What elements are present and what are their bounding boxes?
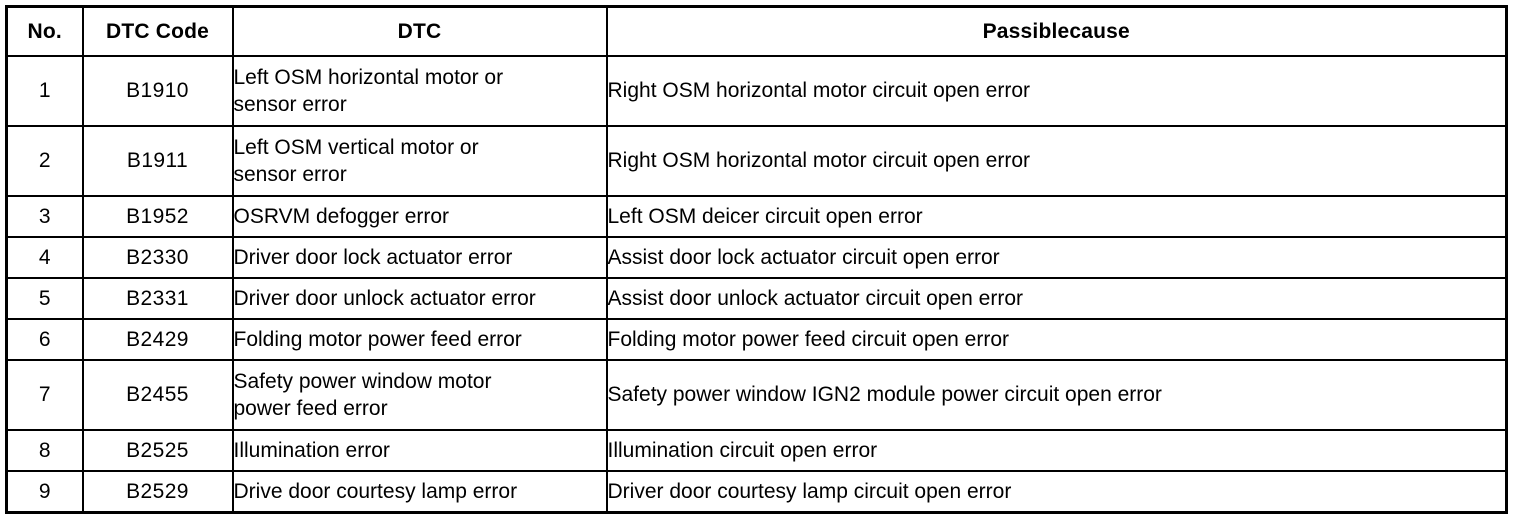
cell-possible-cause-text: Right OSM horizontal motor circuit open … xyxy=(607,79,1031,103)
table-row: 5 B2331 Driver door unlock actuator error A… xyxy=(5,277,1508,320)
cell-possible-cause-text: Safety power window IGN2 module power ci… xyxy=(607,383,1162,407)
table-header: No. DTC Code DTC Passiblecause xyxy=(5,5,1508,57)
cell-possible-cause-text: Assist door unlock actuator circuit open… xyxy=(607,286,1024,310)
cell-dtc-code-text: B2525 xyxy=(126,438,189,462)
cell-dtc-description: Left OSM vertical motor or sensor error xyxy=(231,125,608,197)
table-row: 1 B1910 Left OSM horizontal motor or senso… xyxy=(5,55,1508,127)
cell-dtc-description: Driver door lock actuator error xyxy=(231,236,608,279)
cell-possible-cause-text: Right OSM horizontal motor circuit open … xyxy=(607,149,1031,173)
cell-dtc-description-text: Drive door courtesy lamp error xyxy=(233,479,518,503)
cell-row-number: 6 xyxy=(5,318,84,361)
cell-possible-cause: Right OSM horizontal motor circuit open … xyxy=(605,125,1508,197)
column-header-cause: Passiblecause xyxy=(605,5,1508,57)
cell-dtc-code: B1910 xyxy=(81,55,234,127)
cell-possible-cause: Safety power window IGN2 module power ci… xyxy=(605,359,1508,431)
cell-dtc-description: Left OSM horizontal motor or sensor erro… xyxy=(231,55,608,127)
cell-dtc-code-text: B1911 xyxy=(126,149,189,173)
cell-row-number: 8 xyxy=(5,429,84,472)
cell-dtc-description: OSRVM defogger error xyxy=(231,195,608,238)
table-row: 6 B2429 Folding motor power feed error Fold… xyxy=(5,318,1508,361)
cell-dtc-description-text: Illumination error xyxy=(233,438,390,462)
cell-dtc-description: Safety power window motor power feed err… xyxy=(231,359,608,431)
cell-dtc-code-text: B1952 xyxy=(126,204,189,228)
cell-possible-cause: Driver door courtesy lamp circuit open e… xyxy=(605,470,1508,514)
cell-row-number-text: 9 xyxy=(38,479,51,503)
cell-possible-cause-text: Left OSM deicer circuit open error xyxy=(607,204,923,228)
table-header-row: No. DTC Code DTC Passiblecause xyxy=(5,5,1508,57)
column-header-no: No. xyxy=(5,5,84,57)
cell-dtc-code: B2455 xyxy=(81,359,234,431)
cell-dtc-code: B2525 xyxy=(81,429,234,472)
table-row: 2 B1911 Left OSM vertical motor or sensor … xyxy=(5,125,1508,197)
cell-possible-cause: Assist door unlock actuator circuit open… xyxy=(605,277,1508,320)
cell-row-number: 3 xyxy=(5,195,84,238)
cell-row-number-text: 6 xyxy=(38,327,51,351)
table-body: 1 B1910 Left OSM horizontal motor or senso… xyxy=(5,55,1508,514)
cell-possible-cause: Left OSM deicer circuit open error xyxy=(605,195,1508,238)
cell-dtc-description-text: Safety power window motor power feed err… xyxy=(233,369,492,420)
cell-dtc-code-text: B2429 xyxy=(126,327,189,351)
cell-row-number: 5 xyxy=(5,277,84,320)
cell-dtc-description-text: OSRVM defogger error xyxy=(233,204,450,228)
cell-dtc-description-text: Driver door unlock actuator error xyxy=(233,286,536,310)
table-row: 4 B2330 Driver door lock actuator error Ass… xyxy=(5,236,1508,279)
cell-dtc-description-text: Left OSM horizontal motor or sensor erro… xyxy=(233,65,504,116)
cell-dtc-code-text: B2330 xyxy=(126,245,189,269)
cell-dtc-description-text: Folding motor power feed error xyxy=(233,327,522,351)
cell-dtc-code: B2429 xyxy=(81,318,234,361)
cell-dtc-description: Driver door unlock actuator error xyxy=(231,277,608,320)
cell-dtc-code-text: B2455 xyxy=(126,383,189,407)
table-row: 9 B2529 Drive door courtesy lamp error Driv… xyxy=(5,470,1508,514)
cell-row-number-text: 8 xyxy=(38,438,51,462)
cell-row-number-text: 2 xyxy=(38,149,51,173)
cell-row-number: 4 xyxy=(5,236,84,279)
cell-row-number-text: 4 xyxy=(38,245,51,269)
cell-row-number-text: 1 xyxy=(38,79,51,103)
cell-row-number: 2 xyxy=(5,125,84,197)
table-row: 7 B2455 Safety power window motor power fe… xyxy=(5,359,1508,431)
cell-possible-cause: Assist door lock actuator circuit open e… xyxy=(605,236,1508,279)
cell-dtc-code: B2330 xyxy=(81,236,234,279)
cell-possible-cause-text: Driver door courtesy lamp circuit open e… xyxy=(607,479,1012,503)
cell-dtc-code-text: B2529 xyxy=(126,479,189,503)
table-row: 3 B1952 OSRVM defogger error Left OSM deice… xyxy=(5,195,1508,238)
cell-possible-cause-text: Illumination circuit open error xyxy=(607,438,878,462)
table-row: 8 B2525 Illumination error Illumination cir… xyxy=(5,429,1508,472)
column-header-code: DTC Code xyxy=(81,5,234,57)
cell-row-number: 9 xyxy=(5,470,84,514)
cell-dtc-code: B1911 xyxy=(81,125,234,197)
cell-possible-cause: Illumination circuit open error xyxy=(605,429,1508,472)
cell-dtc-code: B2331 xyxy=(81,277,234,320)
cell-row-number: 7 xyxy=(5,359,84,431)
cell-possible-cause-text: Folding motor power feed circuit open er… xyxy=(607,327,1010,351)
cell-row-number-text: 7 xyxy=(38,383,51,407)
cell-dtc-code-text: B2331 xyxy=(126,286,189,310)
column-header-dtc: DTC xyxy=(231,5,608,57)
cell-possible-cause: Right OSM horizontal motor circuit open … xyxy=(605,55,1508,127)
cell-possible-cause-text: Assist door lock actuator circuit open e… xyxy=(607,245,1000,269)
cell-row-number: 1 xyxy=(5,55,84,127)
cell-dtc-code-text: B1910 xyxy=(126,79,189,103)
cell-dtc-description: Drive door courtesy lamp error xyxy=(231,470,608,514)
cell-dtc-description-text: Left OSM vertical motor or sensor error xyxy=(233,135,479,186)
cell-dtc-code: B2529 xyxy=(81,470,234,514)
cell-dtc-code: B1952 xyxy=(81,195,234,238)
cell-dtc-description-text: Driver door lock actuator error xyxy=(233,245,513,269)
cell-dtc-description: Folding motor power feed error xyxy=(231,318,608,361)
cell-possible-cause: Folding motor power feed circuit open er… xyxy=(605,318,1508,361)
cell-dtc-description: Illumination error xyxy=(231,429,608,472)
cell-row-number-text: 3 xyxy=(38,204,51,228)
cell-row-number-text: 5 xyxy=(38,286,51,310)
